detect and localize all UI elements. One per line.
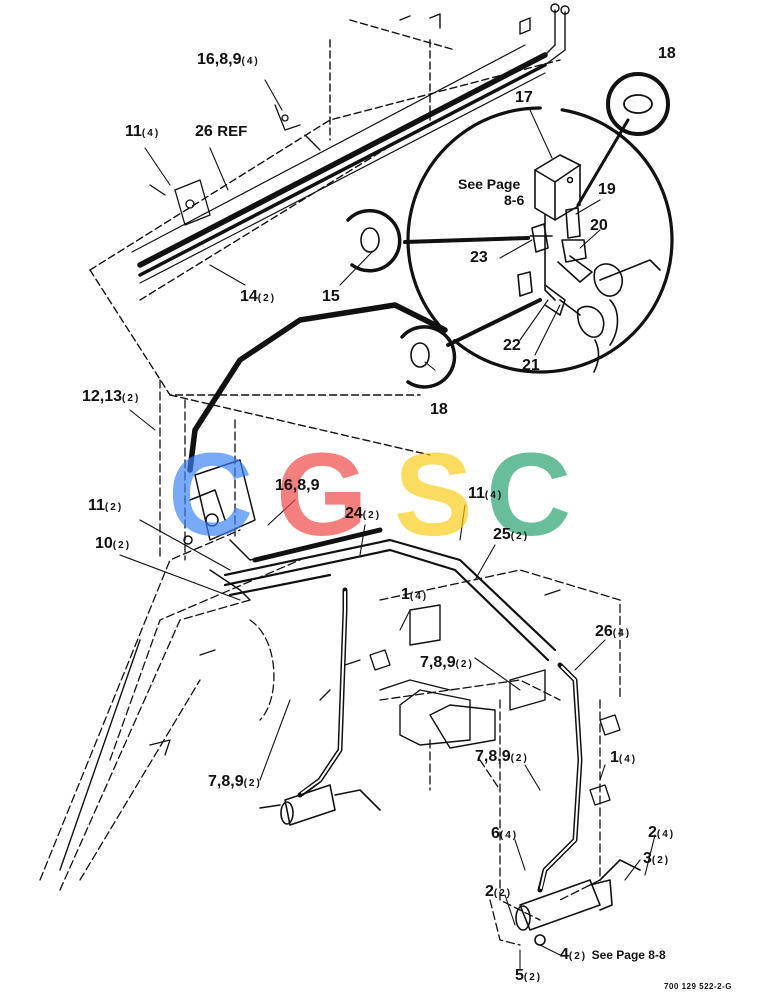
small-clamps [149, 589, 621, 806]
boom-structure [39, 379, 621, 946]
callout-label: 18 [430, 401, 448, 418]
callout-label: 20 [590, 217, 608, 234]
hose-inner [301, 591, 581, 889]
callout-label: 1(4) [401, 586, 429, 603]
boom-solid-lines [59, 604, 546, 871]
detail-note-line1: See Page [458, 176, 521, 192]
callout-label: 19 [598, 181, 616, 198]
callout-label: 16,8,9(4) [197, 51, 260, 68]
boom-valve-assembly [183, 459, 271, 601]
callout-label: 26 REF [195, 123, 248, 140]
callout-label: 2(4) [648, 824, 676, 841]
watermark-letter-s: S [394, 429, 473, 561]
callout-label: 23 [470, 249, 488, 266]
callout-label: 21 [522, 357, 540, 374]
detail-leaders [403, 118, 630, 347]
callout-label: 7,8,9(2) [420, 654, 474, 671]
figure-code: 700 129 522-2-G [664, 982, 732, 991]
callout-leaders [119, 79, 656, 971]
callout-label: 4(2) See Page 8-8 [560, 946, 666, 963]
callout-label: 5(2) [515, 967, 543, 984]
hoses-24-25 [252, 527, 583, 893]
detail-see-page-note: See Page 8-6 [458, 176, 524, 208]
callout-label: 18 [658, 45, 676, 62]
callout-label: 3(2) [643, 850, 671, 867]
detail-fittings [517, 207, 661, 373]
callout-label: 25(2) [493, 526, 530, 543]
callout-label: 11(4) [125, 123, 161, 140]
watermark-letter-c1: C [168, 429, 254, 561]
callout-label: 1(4) [610, 749, 638, 766]
left-cylinder [259, 784, 381, 826]
callout-label: 10(2) [95, 535, 132, 552]
callout-label: 15 [322, 288, 340, 305]
right-cylinder [515, 859, 641, 946]
callout-label: 11(4) [468, 485, 504, 502]
watermark-letter-g: G [276, 429, 368, 561]
callout-label: 26(4) [595, 623, 632, 640]
callout-label: 7,8,9(2) [208, 773, 262, 790]
upper-right-fittings [399, 3, 570, 66]
callout-label: 24(2) [345, 505, 382, 522]
callout-label: 11(2) [88, 497, 124, 514]
callout-label: 17 [515, 89, 533, 106]
callout-label: 14(2) [240, 288, 277, 305]
callout-label: 6(4) [491, 825, 519, 842]
lower-hose-bundle [223, 538, 557, 662]
detail-note-line2: 8-6 [504, 192, 525, 209]
callout-label: 16,8,9 [275, 477, 320, 494]
callout-label: 2(2) [485, 883, 513, 900]
watermark-letter-c2: C [486, 429, 572, 561]
callout-label: 12,13(2) [82, 388, 141, 405]
callout-label: 22 [503, 337, 521, 354]
upper-tube-assembly [131, 44, 548, 284]
valve-block [534, 154, 581, 301]
oring-detail-18-top [606, 72, 670, 136]
oring-detail-18-bottom [400, 325, 457, 389]
oring-detail-15 [346, 209, 402, 273]
upper-clamps [149, 104, 321, 226]
callout-label: 7,8,9(2) [475, 748, 529, 765]
